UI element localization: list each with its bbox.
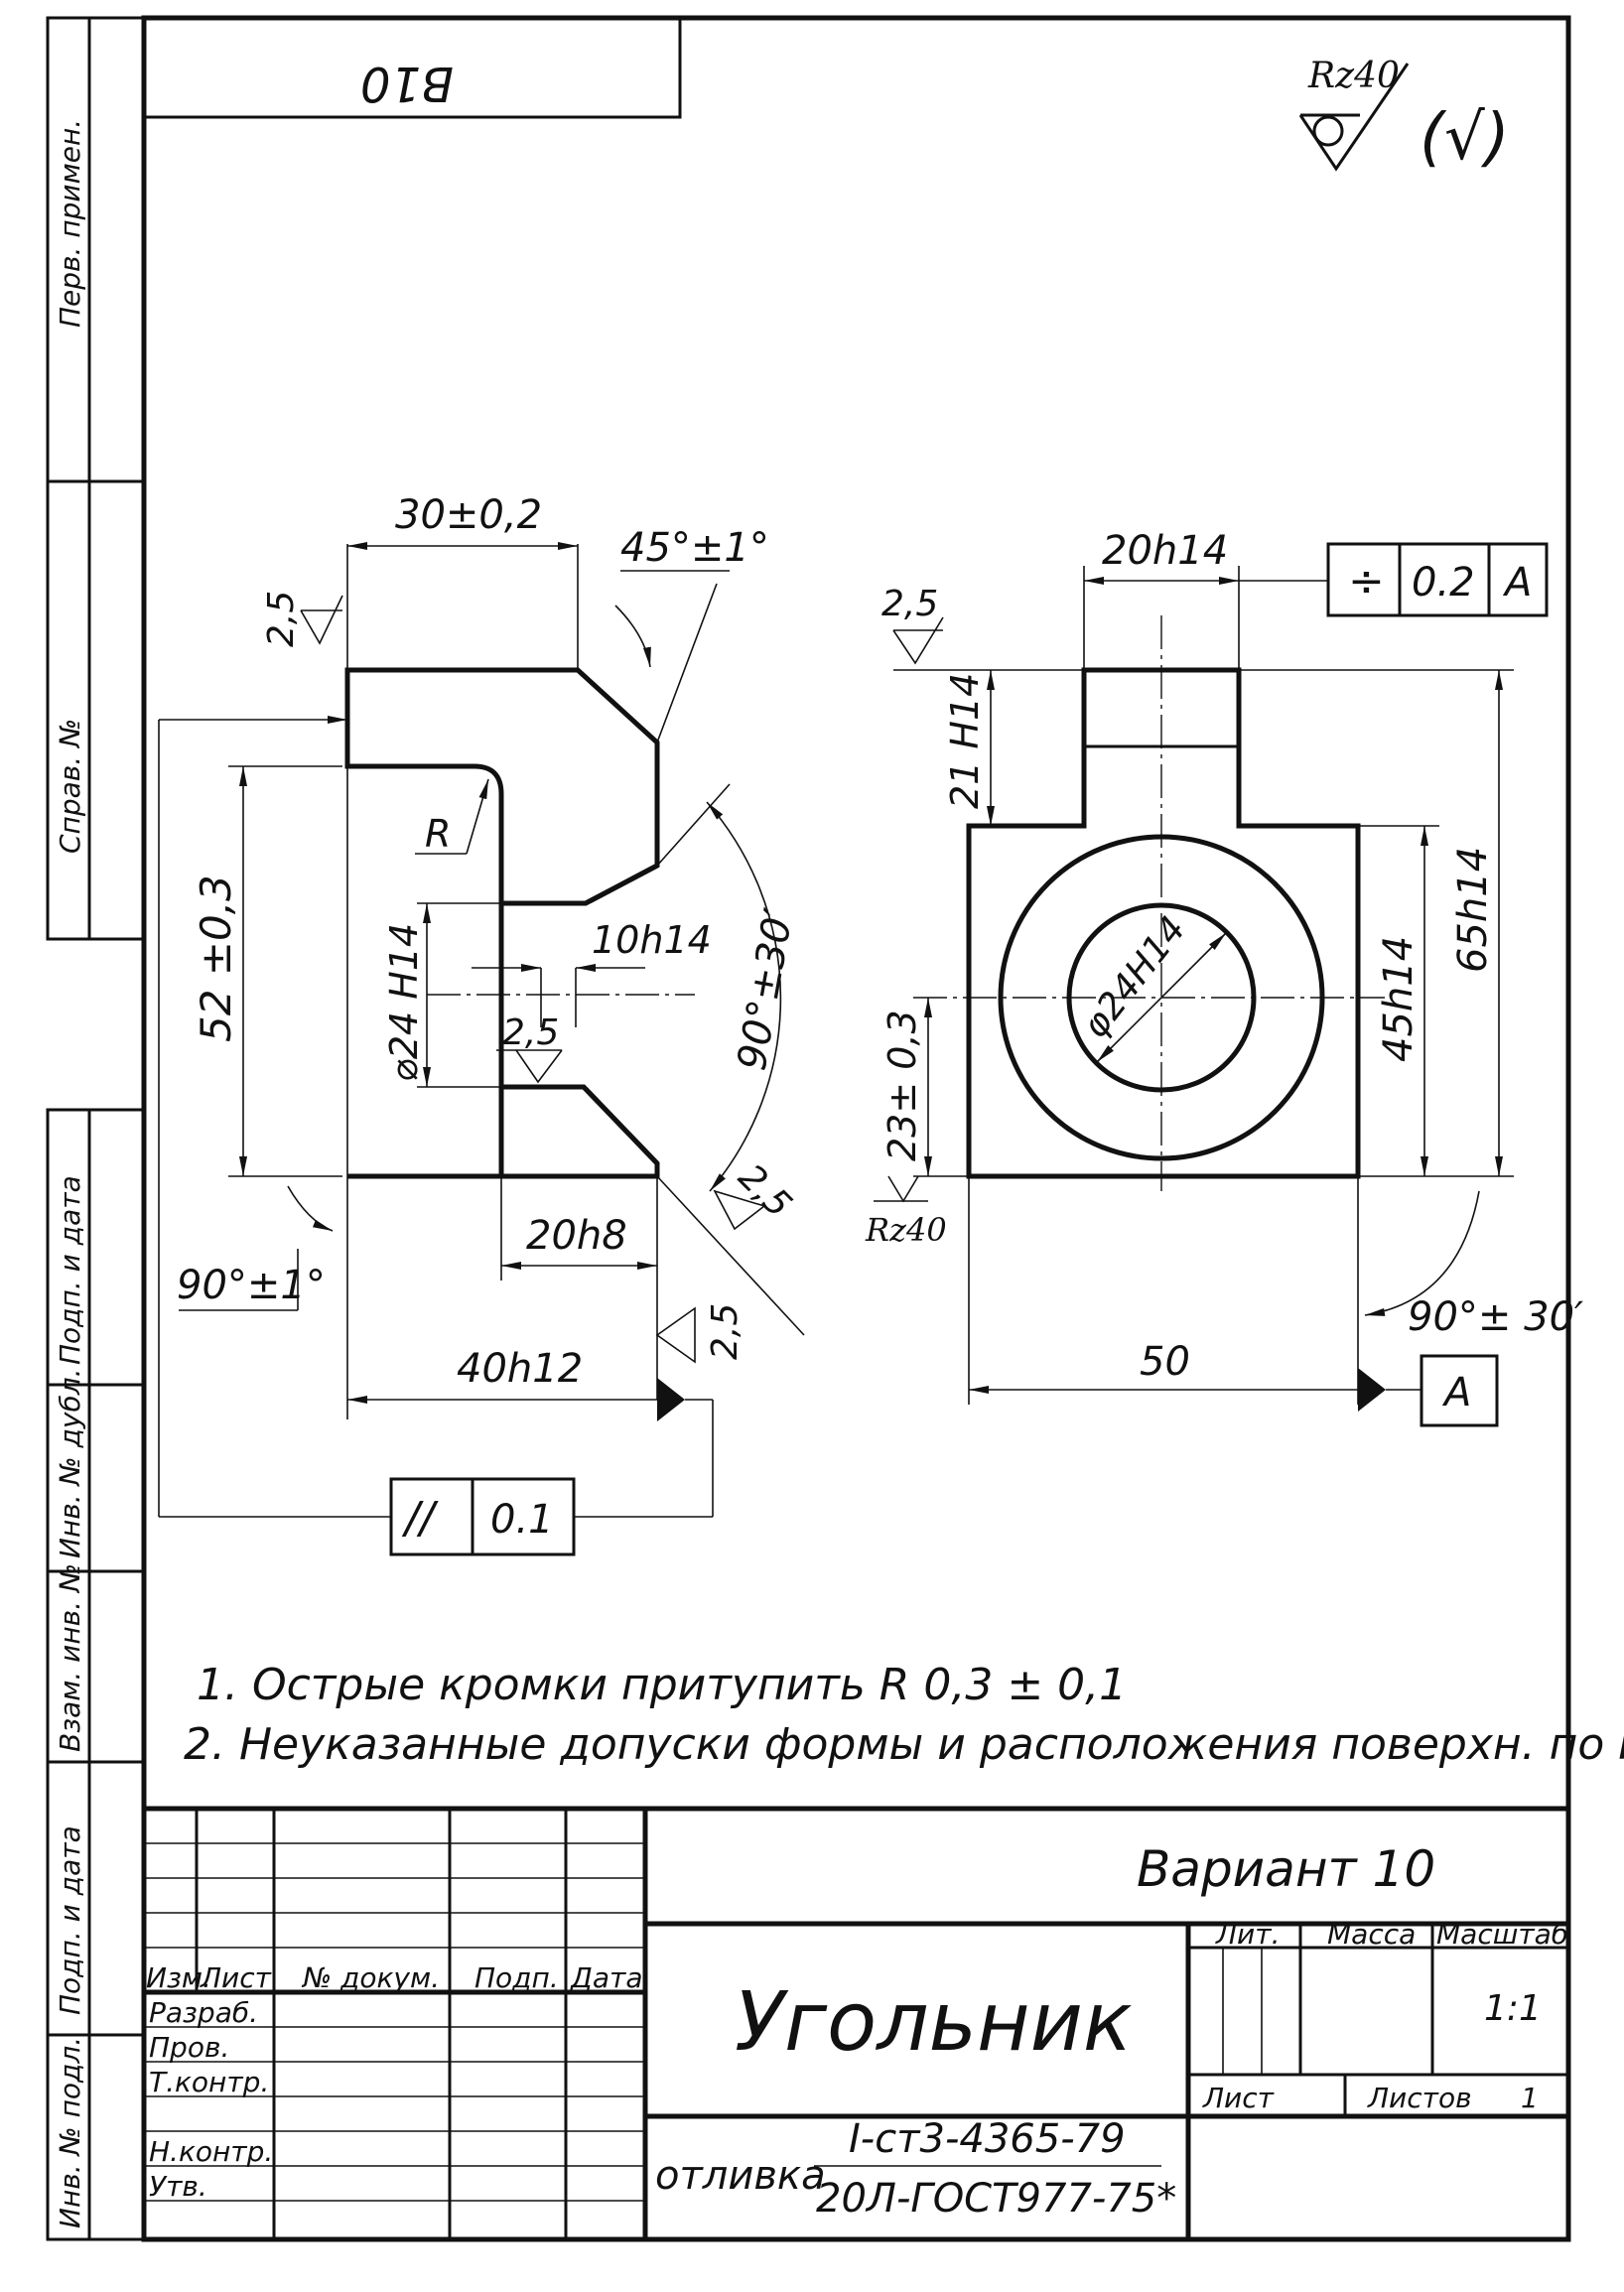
rough-bottom-front: Rz40 (865, 1211, 947, 1249)
roughness-icon (655, 1306, 696, 1364)
rz40-label: Rz40 (1307, 56, 1400, 96)
datum-triangle-icon (657, 1378, 685, 1421)
symmetry-tolerance: 0.2 (1412, 560, 1475, 606)
datum-triangle-icon (1358, 1368, 1386, 1412)
sheet-frame (46, 15, 1571, 2242)
header-data: Дата (569, 1961, 643, 1994)
rough-bore: 2,5 (502, 1012, 559, 1053)
dim-center: 23± 0,3 (880, 1010, 924, 1161)
rough-right: 2,5 (705, 1303, 745, 1360)
margin-labels: Перв. примен. Справ. № Подп. и дата Инв.… (54, 119, 86, 2228)
note-1: 1. Острые кромки притупить R 0,3 ± 0,1 (197, 1660, 1127, 1710)
lit-header: Лит. (1215, 1918, 1280, 1951)
roughness-icon (874, 1175, 928, 1203)
massa-header: Масса (1327, 1918, 1416, 1951)
finish-symbol: (√) (1420, 101, 1510, 175)
rough-top-front: 2,5 (881, 584, 938, 624)
label-perv-primen: Перв. примен. (54, 119, 86, 328)
row-nkontr: Н.контр. (149, 2135, 273, 2168)
datum-label: A (1441, 1370, 1471, 1416)
label-inv-podl: Инв. № подл. (54, 2037, 86, 2228)
section-view: 30±0,2 45°±1° 2,5 52 ±0,3 R ⌀24 H14 10h1… (158, 492, 805, 1556)
dim-angle-arc: 90°±30′ (730, 905, 803, 1074)
variant-label: Вариант 10 (1137, 1840, 1435, 1898)
roughness-icon (713, 1189, 766, 1231)
row-razrab: Разраб. (149, 1996, 258, 2029)
label-podp-data-1: Подп. и дата (54, 1175, 86, 1365)
dim-tab-width: 20h14 (1102, 528, 1228, 574)
note-2: 2. Неуказанные допуски формы и расположе… (184, 1719, 1624, 1770)
dim-bore-dia: ⌀24 H14 (382, 923, 426, 1082)
surface-finish-note: Rz40 (√) (1298, 56, 1510, 175)
front-view: 20h14 ÷ 0.2 A 2,5 21 H14 φ24H14 23± 0,3 … (865, 528, 1583, 1427)
label-sprav-no: Справ. № (54, 719, 86, 854)
lower-margin-strip (46, 1108, 146, 2241)
dim-total-width: 40h12 (457, 1346, 583, 1392)
dim-body: 45h14 (1376, 936, 1421, 1062)
dim-top-width: 30±0,2 (395, 492, 542, 538)
material-top: I-ст3-4365-79 (849, 2116, 1126, 2162)
scale-value: 1:1 (1484, 1988, 1542, 2029)
symmetry-symbol: ÷ (1348, 556, 1385, 607)
header-doc: № докум. (301, 1961, 440, 1994)
technical-notes: 1. Острые кромки притупить R 0,3 ± 0,1 2… (184, 1660, 1624, 1770)
datum-frame (1420, 1354, 1499, 1427)
row-tkontr: Т.контр. (149, 2066, 269, 2098)
row-utv: Утв. (149, 2170, 207, 2203)
dim-chamfer-angle: 45°±1° (620, 525, 769, 571)
header-list: Лист (200, 1961, 272, 1994)
label-podp-data-2: Подп. и дата (54, 1825, 86, 2015)
part-name: Угольник (735, 1975, 1132, 2070)
symmetry-frame (1326, 542, 1549, 617)
dim-total: 65h14 (1450, 847, 1496, 973)
dim-slot-width: 10h14 (592, 918, 712, 962)
dim-tab-height: 21 H14 (943, 673, 987, 809)
parallel-tolerance: 0.1 (490, 1497, 554, 1543)
upper-margin-strip (46, 16, 146, 941)
format-code: B10 (360, 56, 454, 111)
dim-width: 50 (1140, 1339, 1190, 1385)
label-inv-dubl: Инв. № дубл. (54, 1368, 86, 1558)
format-stamp (142, 16, 682, 119)
sheets-label: Листов (1367, 2082, 1472, 2114)
material-prefix: отливка (655, 2153, 826, 2199)
rough-chamfer: 2,5 (731, 1156, 799, 1225)
finish-circle-icon (1312, 115, 1344, 147)
masshtab-header: Масштаб (1436, 1918, 1568, 1951)
sheets-count: 1 (1521, 2082, 1539, 2114)
rough-top: 2,5 (261, 591, 302, 647)
dim-height: 52 ±0,3 (192, 875, 240, 1042)
parallel-symbol: // (401, 1493, 439, 1544)
symmetry-datum: A (1502, 560, 1532, 606)
dim-angle-left: 90°±1° (177, 1263, 326, 1308)
header-podp: Подп. (474, 1961, 559, 1994)
roughness-icon (892, 616, 944, 665)
title-block: Изм. Лист № докум. Подп. Дата Разраб. Пр… (144, 1806, 1568, 2239)
finish-check-icon (1298, 63, 1410, 172)
row-prov: Пров. (149, 2031, 229, 2064)
roughness-icon (496, 1049, 563, 1084)
material-bottom: 20Л-ГОСТ977-75* (816, 2176, 1176, 2222)
label-vzam-inv: Взам. инв. № (54, 1563, 86, 1752)
dim-radius: R (425, 812, 451, 856)
dim-bottom-width: 20h8 (526, 1213, 627, 1259)
sheet-label: Лист (1202, 2082, 1275, 2114)
roughness-icon (300, 595, 343, 645)
dim-front-angle: 90°± 30′ (1408, 1294, 1583, 1340)
header-izm: Изм. (146, 1961, 211, 1994)
